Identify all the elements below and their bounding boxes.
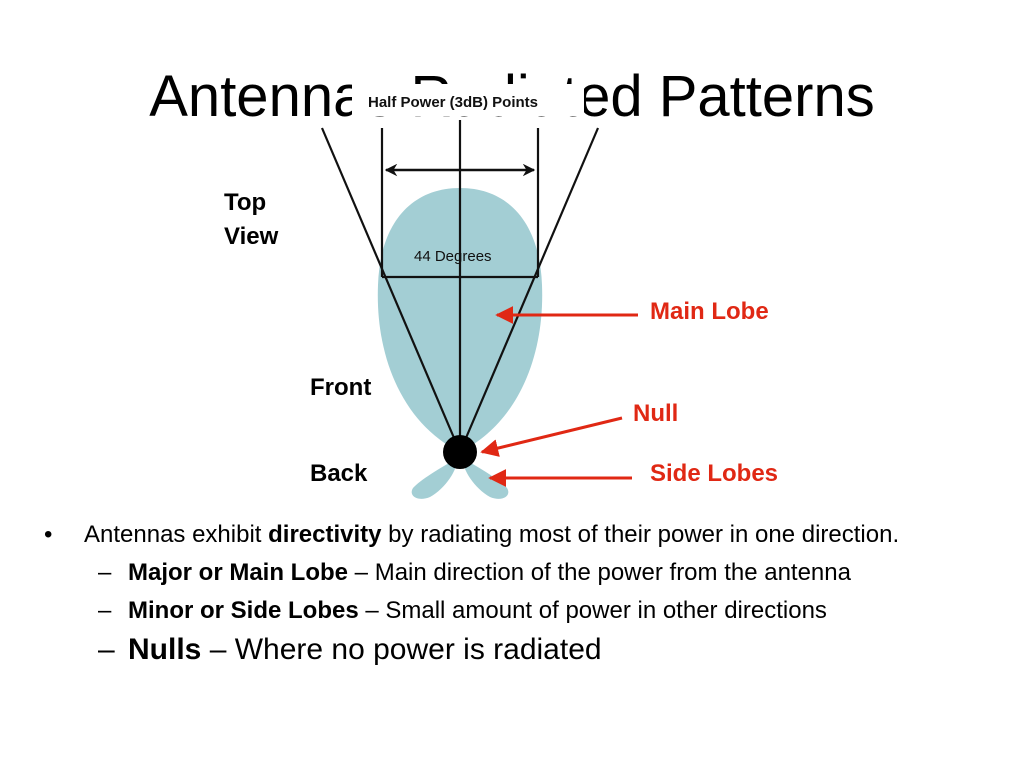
bullet-marker: • (44, 521, 53, 548)
null-arrow (480, 416, 623, 457)
sub-bullet-text: – Where no power is radiated (201, 633, 602, 666)
sub-bullet-marker: – (98, 633, 115, 666)
side-lobe-left (411, 458, 458, 499)
half-power-label-background (352, 84, 584, 116)
sub-bullet-term: Minor or Side Lobes (128, 597, 359, 624)
half-power-line-left (320, 127, 462, 453)
beamwidth-label: 44 Degrees (414, 248, 492, 265)
sub-bullet-text: – Small amount of power in other directi… (358, 597, 827, 624)
half-power-line-right (458, 127, 600, 453)
antenna-dot (443, 435, 477, 469)
top-view-line-2: View (224, 223, 279, 250)
main-lobe-label: Main Lobe (650, 298, 769, 325)
sub-bullet-side-lobes: –Minor or Side Lobes – Small amount of p… (40, 594, 1000, 628)
sub-bullet-term: Nulls (128, 633, 202, 666)
sub-bullet-marker: – (98, 559, 112, 586)
sub-bullet-main-lobe: –Major or Main Lobe – Main direction of … (40, 556, 1000, 590)
bullet-directivity: • Antennas exhibit directivity by radiati… (40, 518, 1000, 552)
null-label: Null (633, 400, 679, 427)
top-view-label: Top View (224, 186, 278, 254)
sub-bullet-marker: – (98, 597, 112, 624)
back-label: Back (310, 460, 368, 487)
half-power-label: Half Power (3dB) Points (368, 94, 539, 111)
sub-bullet-text: – Main direction of the power from the a… (348, 559, 851, 586)
bullet-list: • Antennas exhibit directivity by radiati… (40, 518, 1000, 670)
sub-bullet-term: Major or Main Lobe (128, 559, 349, 586)
bullet-text-post: by radiating most of their power in one … (381, 521, 900, 548)
bullet-text-pre: Antennas exhibit (84, 521, 269, 548)
front-label: Front (310, 374, 372, 401)
side-lobe-right (462, 458, 509, 499)
top-view-line-1: Top (224, 189, 267, 216)
sub-bullet-nulls: –Nulls – Where no power is radiated (40, 630, 1000, 670)
side-lobes-label: Side Lobes (650, 460, 779, 487)
bullet-keyword-directivity: directivity (268, 521, 382, 548)
